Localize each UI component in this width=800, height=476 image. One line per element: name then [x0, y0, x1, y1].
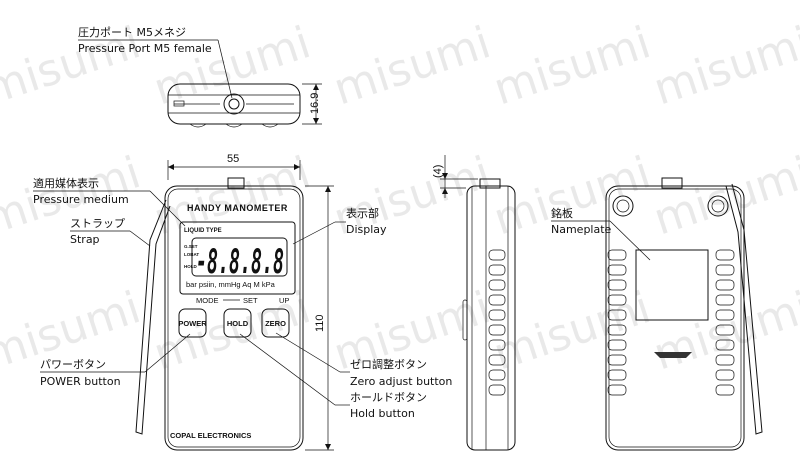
side-view: (4) — [432, 155, 516, 451]
screw-hole — [707, 195, 729, 217]
leader-line — [217, 39, 233, 99]
pressure-port-outer — [223, 93, 245, 115]
power-label-en: POWER button — [40, 375, 121, 388]
width-dimension: 55 — [227, 153, 239, 165]
indicator-hold: HOLD — [184, 264, 197, 269]
watermark: misumi — [148, 282, 317, 380]
height-dimension: 110 — [314, 314, 326, 332]
watermark: misumi — [648, 282, 800, 380]
indicator-gset: G.SET — [184, 244, 198, 249]
hold-button[interactable] — [223, 308, 252, 338]
feet — [189, 123, 279, 128]
indicator-lobat: LOBAT — [184, 252, 199, 257]
nameplate-label-jp: 銘板 — [551, 206, 573, 220]
thickness-dimension: 16.9 — [309, 93, 321, 114]
front-view: 55 HANDY MANOMETER LIQUID TYPE G.SET LOB… — [135, 153, 334, 451]
power-label-jp: パワーボタン — [40, 358, 106, 371]
display-frame — [179, 221, 296, 295]
medium-label-en: Pressure medium — [33, 193, 129, 206]
battery-latch — [654, 352, 692, 358]
watermark: misumi — [648, 17, 800, 115]
hold-button-label: HOLD — [227, 319, 249, 328]
pressure-port-callout: 圧力ポート M5メネジ Pressure Port M5 female — [78, 26, 233, 99]
pressure-port-label-jp: 圧力ポート M5メネジ — [78, 26, 186, 39]
hold-label-jp: ホールドボタン — [350, 391, 427, 404]
side-ribs — [488, 249, 506, 396]
zero-label-en: Zero adjust button — [350, 375, 452, 388]
power-button[interactable] — [178, 308, 207, 338]
brand-label: COPAL ELECTRONICS — [170, 431, 251, 440]
device-title: HANDY MANOMETER — [187, 203, 288, 213]
display-label-en: Display — [346, 223, 387, 236]
back-port-stub — [661, 177, 683, 189]
watermark: misumi — [328, 17, 497, 115]
zero-button-label: ZERO — [265, 319, 286, 328]
strap-label-en: Strap — [70, 233, 100, 246]
display-label-jp: 表示部 — [346, 206, 379, 220]
back-strap — [725, 183, 763, 435]
mode-label: MODE — [196, 296, 219, 305]
units-label: bar psiin, mmHg Aq M kPa — [186, 280, 276, 289]
zero-button[interactable] — [261, 308, 290, 338]
port-stub — [227, 177, 245, 189]
nameplate — [635, 249, 709, 321]
screw-hole — [612, 195, 634, 217]
strap-label-jp: ストラップ — [70, 217, 125, 230]
watermark: misumi — [648, 147, 800, 245]
lcd-digits: -8.8.8.8 — [196, 242, 284, 282]
power-button-label: POWER — [178, 319, 207, 328]
leader-line — [609, 220, 651, 261]
front-callouts: 適用媒体表示 Pressure medium ストラップ Strap 表示部 D… — [33, 176, 452, 420]
device-body — [164, 185, 304, 451]
lcd-window — [191, 237, 288, 277]
pressure-port-inner — [228, 98, 240, 110]
pressure-port-label-en: Pressure Port M5 female — [78, 42, 212, 55]
up-label: UP — [279, 296, 289, 305]
port-dimension: (4) — [432, 165, 444, 178]
medium-label-jp: 適用媒体表示 — [33, 176, 99, 190]
back-view: 銘板 Nameplate — [551, 177, 763, 451]
liquid-type-label: LIQUID TYPE — [184, 228, 222, 234]
strap — [135, 199, 171, 435]
back-body — [605, 185, 745, 451]
top-view-body — [167, 83, 301, 125]
watermark: misumi — [488, 282, 657, 380]
zero-label-jp: ゼロ調整ボタン — [350, 357, 427, 371]
watermark: misumi — [488, 17, 657, 115]
hold-label-en: Hold button — [350, 407, 415, 420]
side-port-stub — [479, 178, 501, 189]
back-ribs-left — [607, 249, 627, 396]
nameplate-label-en: Nameplate — [551, 223, 612, 236]
set-label: SET — [243, 296, 258, 305]
back-ribs-right — [715, 249, 735, 396]
top-view: 16.9 — [167, 83, 322, 128]
strap-slot — [173, 100, 185, 107]
